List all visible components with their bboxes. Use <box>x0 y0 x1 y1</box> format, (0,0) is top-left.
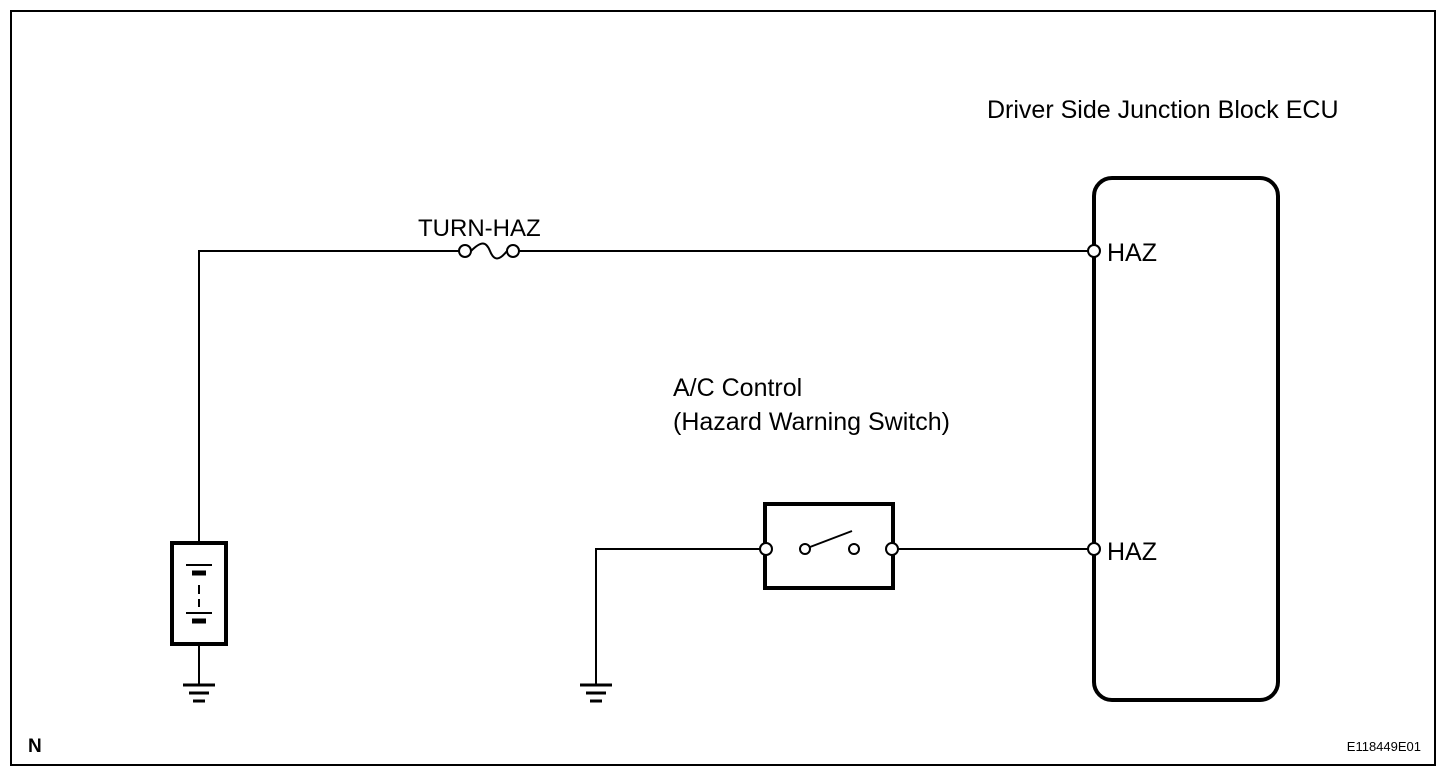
figure-id: E118449E01 <box>1347 739 1421 754</box>
fuse-label: TURN-HAZ <box>418 215 541 242</box>
terminal-haz-top: HAZ <box>1107 239 1157 267</box>
ground-icon <box>580 683 612 703</box>
ecu-block <box>1092 176 1280 702</box>
wire-ground-to-switch <box>595 548 760 684</box>
switch-label-line1: A/C Control <box>673 374 802 402</box>
corner-mark: N <box>28 736 42 757</box>
switch-label-line2: (Hazard Warning Switch) <box>673 408 950 436</box>
diagram-frame <box>10 10 1436 766</box>
terminal-haz-bottom: HAZ <box>1107 538 1157 566</box>
ecu-title: Driver Side Junction Block ECU <box>987 96 1339 124</box>
battery-icon <box>170 541 228 646</box>
ground-icon <box>183 683 215 703</box>
connector-icon <box>1087 542 1101 556</box>
fuse-icon <box>458 242 520 260</box>
connector-icon <box>1087 244 1101 258</box>
wire-battery-to-fuse <box>198 250 459 543</box>
switch-icon <box>759 502 899 590</box>
